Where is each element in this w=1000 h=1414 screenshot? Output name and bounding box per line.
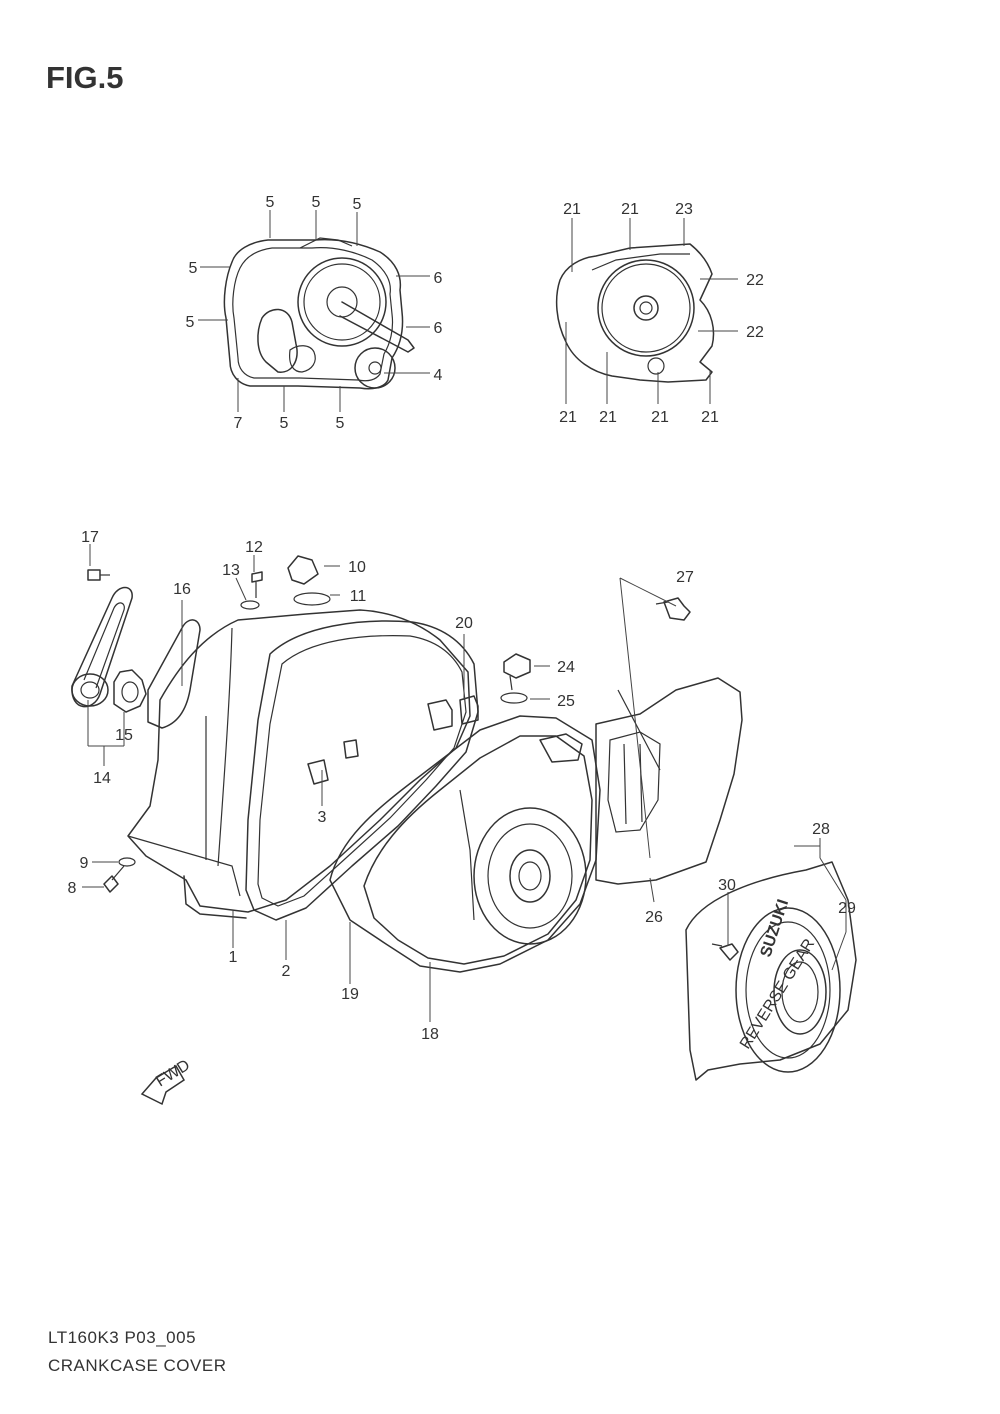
callout-6: 6 [434, 320, 443, 337]
callout-27: 27 [676, 569, 694, 586]
leader-lines [82, 210, 847, 1022]
callout-5: 5 [280, 415, 289, 432]
callout-21: 21 [559, 409, 577, 426]
model-code: LT160K3 P03_005 [48, 1328, 197, 1347]
callout-22: 22 [746, 324, 764, 341]
callout-16: 16 [173, 581, 191, 598]
callout-30: 30 [718, 877, 736, 894]
callout-2: 2 [282, 963, 291, 980]
callout-4: 4 [434, 367, 443, 384]
callout-21: 21 [563, 201, 581, 218]
clutch-cover-gasket-drawing [223, 237, 415, 390]
callout-10: 10 [348, 559, 366, 576]
callout-5: 5 [353, 196, 362, 213]
callout-28: 28 [812, 821, 830, 838]
callout-21: 21 [599, 409, 617, 426]
callout-5: 5 [266, 194, 275, 211]
callout-labels: 5 5 5 5 5 6 6 4 7 5 5 21 21 23 22 22 21 … [68, 194, 856, 1043]
magneto-cover-gasket-drawing [555, 243, 715, 383]
callout-5: 5 [312, 194, 321, 211]
callout-3: 3 [318, 809, 327, 826]
brand-mark: SUZUKI [758, 897, 793, 959]
callout-8: 8 [68, 880, 77, 897]
callout-21: 21 [621, 201, 639, 218]
callout-11: 11 [350, 588, 367, 605]
callout-29: 29 [838, 900, 856, 917]
callout-5: 5 [189, 260, 198, 277]
callout-6: 6 [434, 270, 443, 287]
gear-mark: REVERSE GEAR [737, 936, 818, 1052]
callout-5: 5 [186, 314, 195, 331]
callout-23: 23 [675, 201, 693, 218]
callout-20: 20 [455, 615, 473, 632]
callout-15: 15 [115, 727, 133, 744]
callout-18: 18 [421, 1026, 439, 1043]
figure-title: FIG.5 [46, 60, 124, 95]
callout-13: 13 [222, 562, 240, 579]
callout-21: 21 [701, 409, 719, 426]
callout-7: 7 [234, 415, 243, 432]
callout-17: 17 [81, 529, 99, 546]
callout-26: 26 [645, 909, 663, 926]
callout-14: 14 [93, 770, 111, 787]
callout-9: 9 [80, 855, 89, 872]
callout-1: 1 [229, 949, 238, 966]
callout-24: 24 [557, 659, 575, 676]
callout-25: 25 [557, 693, 575, 710]
section-name: CRANKCASE COVER [48, 1356, 227, 1375]
callout-19: 19 [341, 986, 359, 1003]
callout-21: 21 [651, 409, 669, 426]
callout-5: 5 [336, 415, 345, 432]
callout-12: 12 [245, 539, 263, 556]
callout-22: 22 [746, 272, 764, 289]
